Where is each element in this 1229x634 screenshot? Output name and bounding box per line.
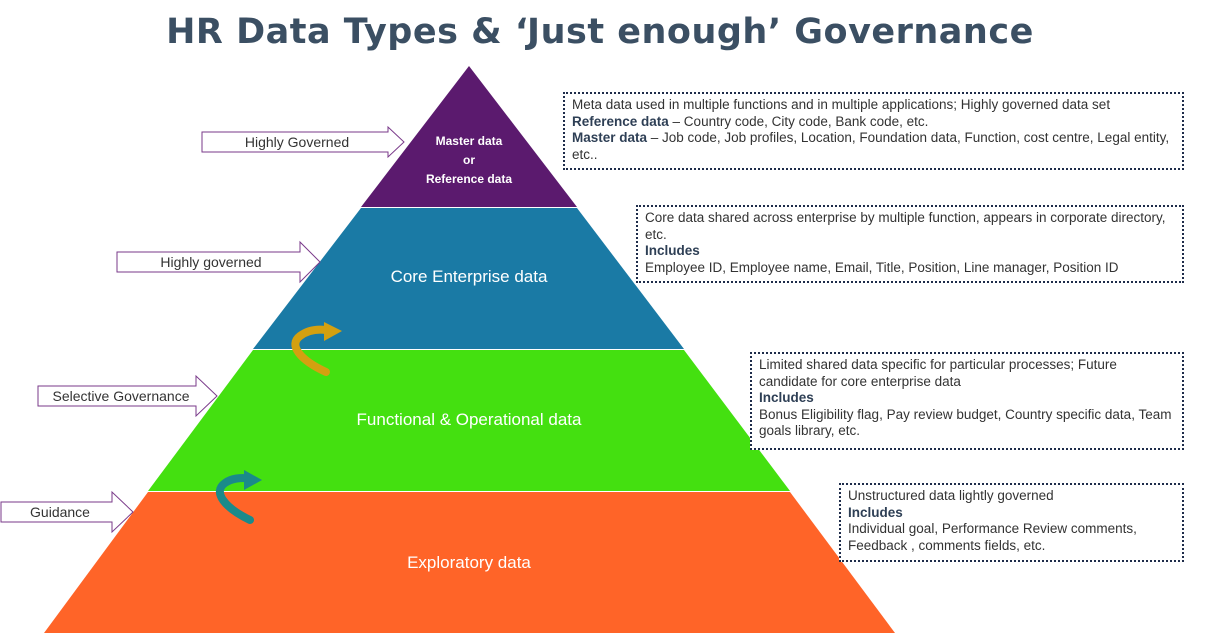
exploratory-label: Exploratory data: [407, 553, 531, 572]
arrow-selective-label: Selective Governance: [53, 388, 190, 404]
core-data-box: Core data shared across enterprise by mu…: [636, 205, 1184, 283]
arrow-guidance: Guidance: [0, 490, 134, 534]
arrow-highly-governed-2-label: Highly governed: [160, 254, 261, 270]
functional-box-intro: Limited shared data specific for particu…: [759, 357, 1117, 389]
functional-box-items: Bonus Eligibility flag, Pay review budge…: [759, 406, 1172, 439]
exploratory-box-intro: Unstructured data lightly governed: [848, 488, 1054, 503]
level-core: [253, 208, 684, 349]
arrow-highly-governed-label: Highly Governed: [245, 134, 349, 150]
core-box-intro: Core data shared across enterprise by mu…: [645, 210, 1166, 242]
level-exploratory: [44, 492, 895, 633]
reference-data-text: – Country code, City code, Bank code, et…: [668, 113, 929, 129]
master-data-box: Meta data used in multiple functions and…: [563, 92, 1184, 170]
master-data-text: – Job code, Job profiles, Location, Foun…: [572, 130, 1170, 162]
master-label-line3: Reference data: [426, 172, 512, 186]
curved-arrow-teal-icon: [216, 470, 262, 524]
arrow-guidance-label: Guidance: [30, 504, 90, 520]
exploratory-box-items: Individual goal, Performance Review comm…: [848, 521, 1137, 553]
arrow-highly-governed-2: Highly governed: [116, 240, 321, 284]
core-label: Core Enterprise data: [391, 267, 548, 286]
master-label-line2: or: [463, 153, 475, 167]
functional-label: Functional & Operational data: [357, 410, 582, 429]
master-box-reference-line: Reference data – Country code, City code…: [572, 114, 1175, 131]
master-label-line1: Master data: [436, 134, 503, 148]
core-box-includes: Includes: [645, 243, 700, 258]
exploratory-box-includes: Includes: [848, 504, 903, 520]
page-title: HR Data Types & ‘Just enough’ Governance: [166, 12, 1034, 52]
master-data-label: Master data: [572, 130, 648, 145]
master-box-intro: Meta data used in multiple functions and…: [572, 97, 1111, 112]
reference-data-label: Reference data: [572, 113, 669, 129]
level-master: [361, 66, 577, 207]
master-box-master-line: Master data – Job code, Job profiles, Lo…: [572, 130, 1175, 163]
arrow-highly-governed: Highly Governed: [201, 125, 405, 159]
level-functional: [148, 350, 790, 491]
exploratory-data-box: Unstructured data lightly governed Inclu…: [839, 483, 1184, 562]
arrow-selective: Selective Governance: [37, 374, 218, 418]
functional-box-includes: Includes: [759, 390, 814, 405]
functional-data-box: Limited shared data specific for particu…: [750, 352, 1184, 450]
core-box-items: Employee ID, Employee name, Email, Title…: [645, 259, 1119, 275]
curved-arrow-gold-icon: [291, 322, 342, 376]
